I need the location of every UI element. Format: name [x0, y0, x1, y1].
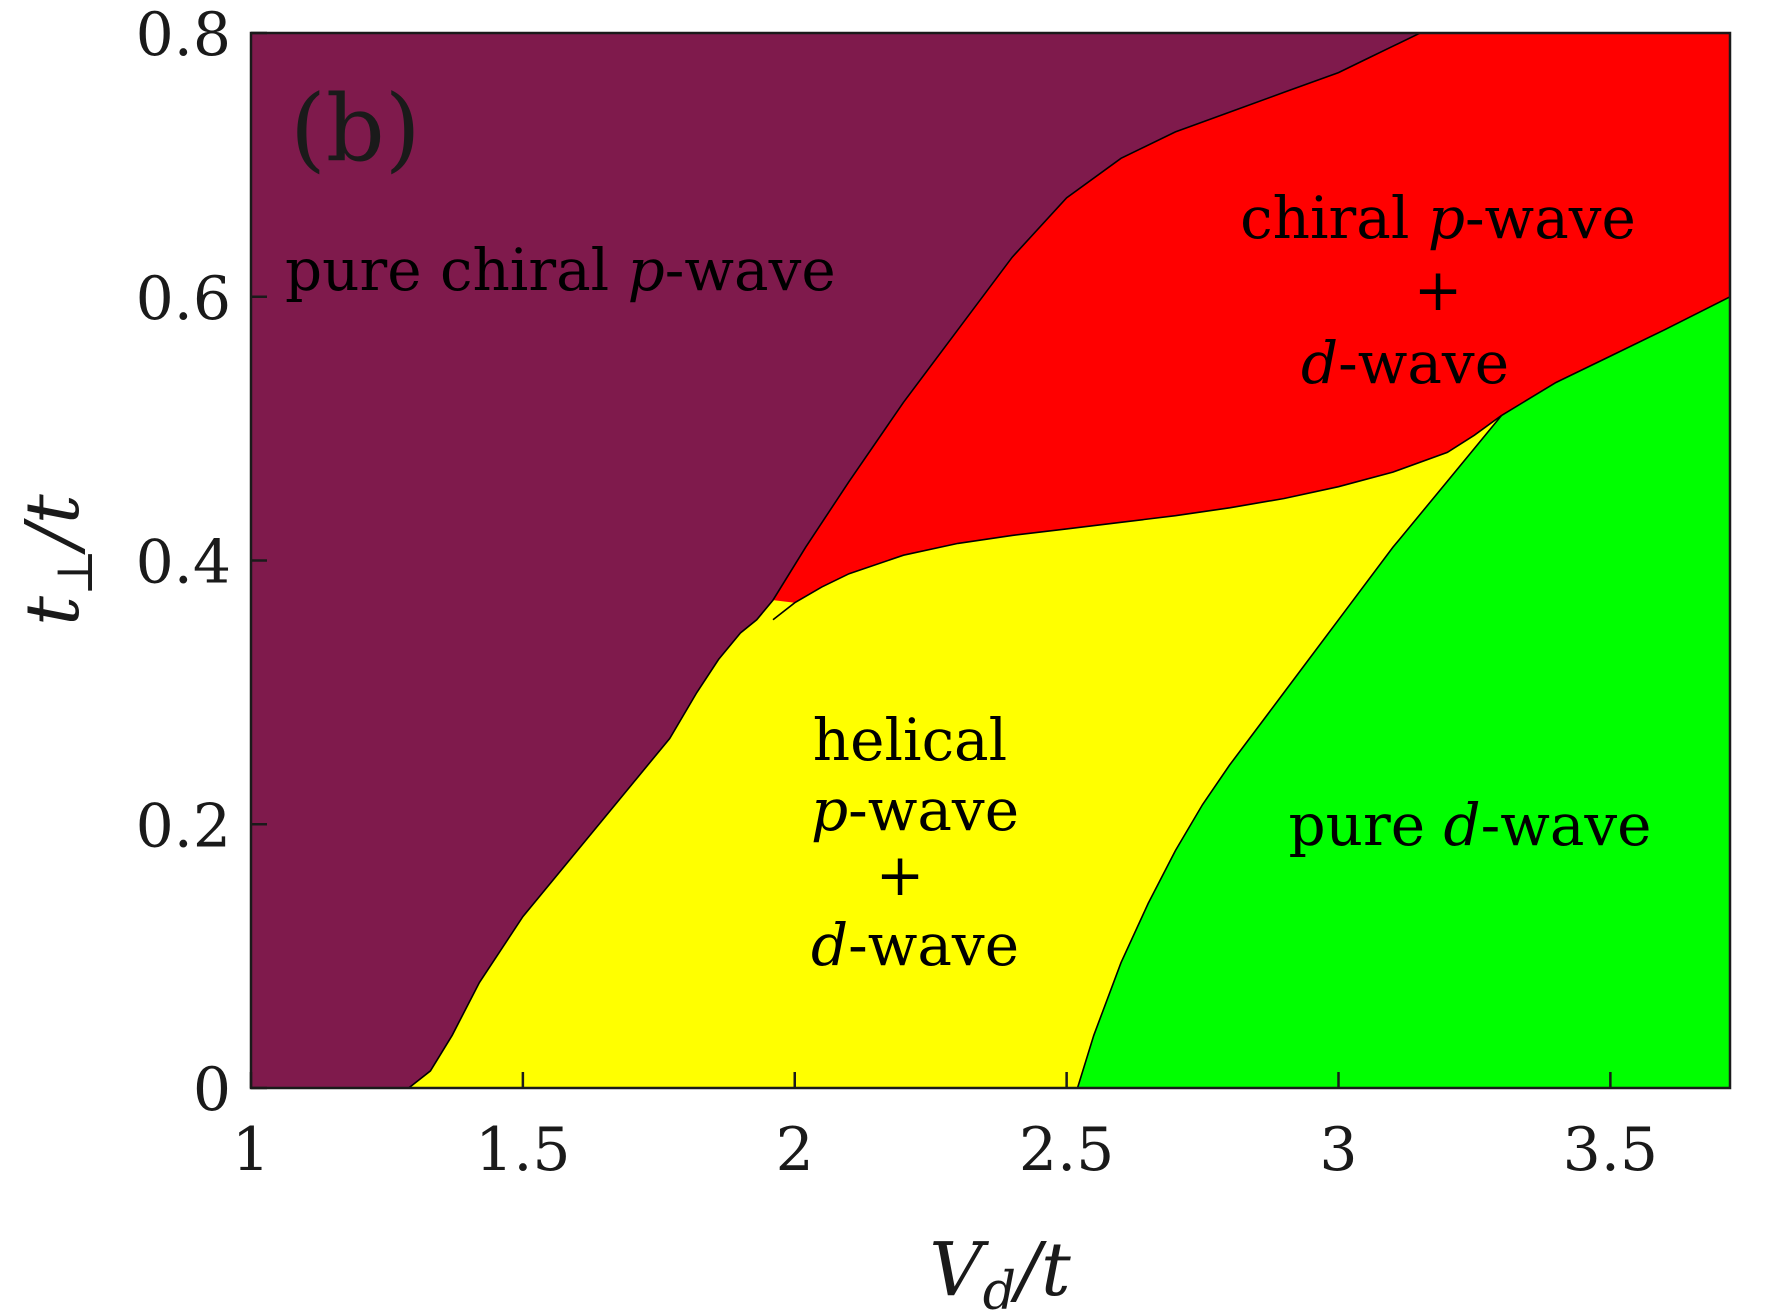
- x-tick-label: 1: [232, 1115, 270, 1185]
- region-chiral-d: [773, 33, 1730, 620]
- region-helical-d: [408, 415, 1502, 1088]
- boundary-chiral: [408, 32, 1429, 1089]
- y-tick-label: 0.2: [136, 791, 231, 861]
- label-helical-line2-tail: -wave: [848, 776, 1019, 844]
- x-tick-label: 1.5: [475, 1115, 570, 1185]
- label-helical-line1: helical: [813, 706, 1007, 774]
- boundary-pure-d-left: [1076, 414, 1503, 1089]
- y-axis-label: t⊥/t: [10, 494, 104, 626]
- x-axis-label-main: V: [929, 1227, 989, 1310]
- y-tick-label: 0: [193, 1055, 231, 1125]
- label-chiral-d-line3: d-wave: [1301, 329, 1509, 397]
- y-tick-label: 0.8: [136, 0, 231, 70]
- x-axis-label-tail: /t: [1010, 1227, 1071, 1310]
- label-chiral-d-line3-tail: -wave: [1338, 329, 1509, 397]
- label-pure-chiral-italic: p: [628, 236, 665, 304]
- label-pure-chiral-text: pure chiral: [285, 236, 628, 304]
- region-pure-d: [1077, 296, 1730, 1088]
- y-axis-label-main: t: [10, 596, 96, 626]
- x-tick-label: 2.5: [1019, 1115, 1114, 1185]
- label-helical-line4-italic: d: [811, 911, 848, 979]
- tick-layer: 1 1.5 2 2.5 3 3.5 0 0.2 0.4 0.6 0.8: [136, 0, 1659, 1185]
- x-tick-label: 3: [1319, 1115, 1357, 1185]
- x-axis-label-sub: d: [983, 1262, 1016, 1310]
- boundary-chiral-d-lower: [772, 414, 1503, 621]
- boundary-pure-d-top: [1501, 296, 1731, 417]
- y-axis-label-sub: ⊥: [46, 549, 104, 596]
- label-helical-line4-tail: -wave: [848, 911, 1019, 979]
- boundary-layer: [408, 32, 1731, 1089]
- label-helical-line2: p-wave: [811, 776, 1019, 844]
- x-tick-label: 2: [776, 1115, 814, 1185]
- label-helical-line4: d-wave: [811, 911, 1019, 979]
- label-chiral-d-line1-tail: -wave: [1465, 184, 1636, 252]
- label-chiral-d-line1: chiral p-wave: [1240, 184, 1636, 252]
- panel-label: (b): [290, 75, 421, 182]
- y-axis-label-tail: /t: [10, 494, 96, 555]
- label-chiral-d-line1-text: chiral: [1240, 184, 1428, 252]
- label-helical-line2-italic: p: [811, 776, 848, 844]
- label-pure-chiral: pure chiral p-wave: [285, 236, 836, 304]
- label-pure-chiral-tail: -wave: [665, 236, 836, 304]
- label-pure-d-italic: d: [1443, 791, 1480, 859]
- y-tick-label: 0.6: [136, 264, 231, 334]
- label-pure-d-tail: -wave: [1481, 791, 1652, 859]
- label-pure-d: pure d-wave: [1288, 791, 1651, 859]
- label-pure-d-text: pure: [1288, 791, 1443, 859]
- label-chiral-d-line3-italic: d: [1301, 329, 1338, 397]
- region-layer: [251, 33, 1730, 1088]
- label-chiral-d-plus: +: [1414, 256, 1463, 324]
- label-chiral-d-line1-italic: p: [1428, 184, 1465, 252]
- x-axis-label: Vd/t: [929, 1227, 1071, 1310]
- label-helical-plus: +: [876, 841, 925, 909]
- x-tick-label: 3.5: [1563, 1115, 1658, 1185]
- y-tick-label: 0.4: [136, 528, 231, 598]
